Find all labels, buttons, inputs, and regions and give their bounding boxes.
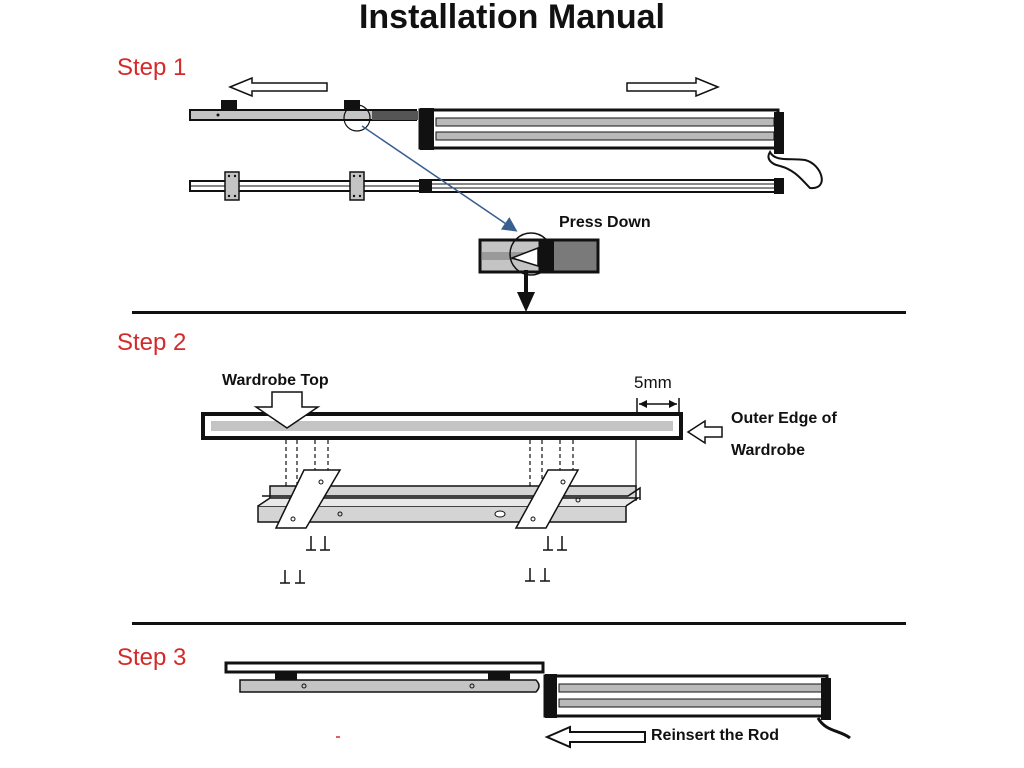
outer-edge-label-line2: Wardrobe [731,442,806,459]
reinsert-arrow [544,725,646,749]
detail-pointer-line [361,125,518,232]
inner-rail-mounted [239,679,540,693]
step-2-diagram [201,391,723,584]
press-down-label: Press Down [559,214,651,231]
mounting-bracket-right [514,469,580,529]
wardrobe-top-arrow [253,391,321,429]
outer-edge-label-line1: Outer Edge of [731,410,837,427]
section-divider-2 [132,622,906,625]
gap-5mm-label: 5mm [634,373,672,392]
outer-rail-top [418,108,780,150]
reinsert-rod-label: Reinsert the Rod [651,727,780,744]
section-divider-1 [132,311,906,314]
wardrobe-top-label: Wardrobe Top [222,372,329,389]
detail-circle-target [509,232,553,276]
page-title: Installation Manual [358,0,666,36]
step-1-label: Step 1 [117,54,187,81]
pull-right-arrow [626,76,720,98]
end-cap-hook [767,150,823,190]
outer-edge-arrow [686,419,723,445]
step-1-diagram [189,76,823,312]
pull-left-arrow [228,76,328,98]
screws [280,536,567,584]
mounting-bracket-left [274,469,342,529]
mounted-top-plate [224,661,545,674]
step-2-label: Step 2 [117,329,187,356]
press-down-arrow [517,292,535,312]
step-3-label: Step 3 [117,644,187,671]
outer-rod [543,674,829,718]
step-3-diagram [224,661,851,749]
detail-circle-source [343,104,371,132]
outer-rail-side [419,179,783,193]
